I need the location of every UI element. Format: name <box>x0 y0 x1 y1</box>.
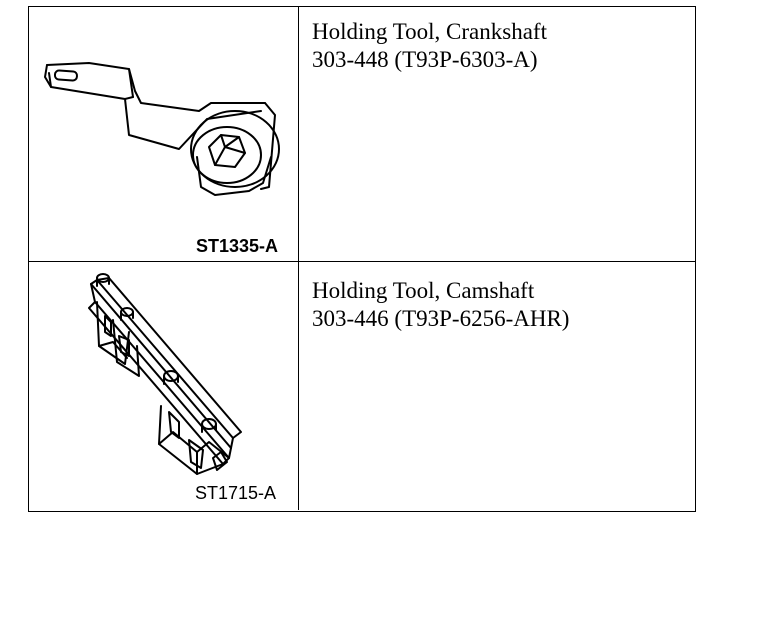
tool-name: Holding Tool, Camshaft <box>312 278 535 303</box>
table-row: ST1335-A Holding Tool, Crankshaft 303-44… <box>29 7 695 262</box>
camshaft-holding-tool-icon <box>88 273 242 475</box>
special-tools-table: ST1335-A Holding Tool, Crankshaft 303-44… <box>28 6 696 512</box>
crankshaft-holding-tool-icon <box>44 62 280 196</box>
art-code-label: ST1335-A <box>195 236 278 256</box>
tool-illustration-cell: ST1715-A <box>29 262 299 510</box>
tool-illustration-cell: ST1335-A <box>29 7 299 261</box>
art-code-label: ST1715-A <box>194 483 276 503</box>
tool-name: Holding Tool, Crankshaft <box>312 19 547 44</box>
tool-number: 303-448 (T93P-6303-A) <box>312 47 538 72</box>
tool-description-cell: Holding Tool, Camshaft 303-446 (T93P-625… <box>299 262 695 510</box>
table-row: ST1715-A Holding Tool, Camshaft 303-446 … <box>29 262 695 510</box>
tool-number: 303-446 (T93P-6256-AHR) <box>312 306 570 331</box>
tool-description-cell: Holding Tool, Crankshaft 303-448 (T93P-6… <box>299 7 695 261</box>
